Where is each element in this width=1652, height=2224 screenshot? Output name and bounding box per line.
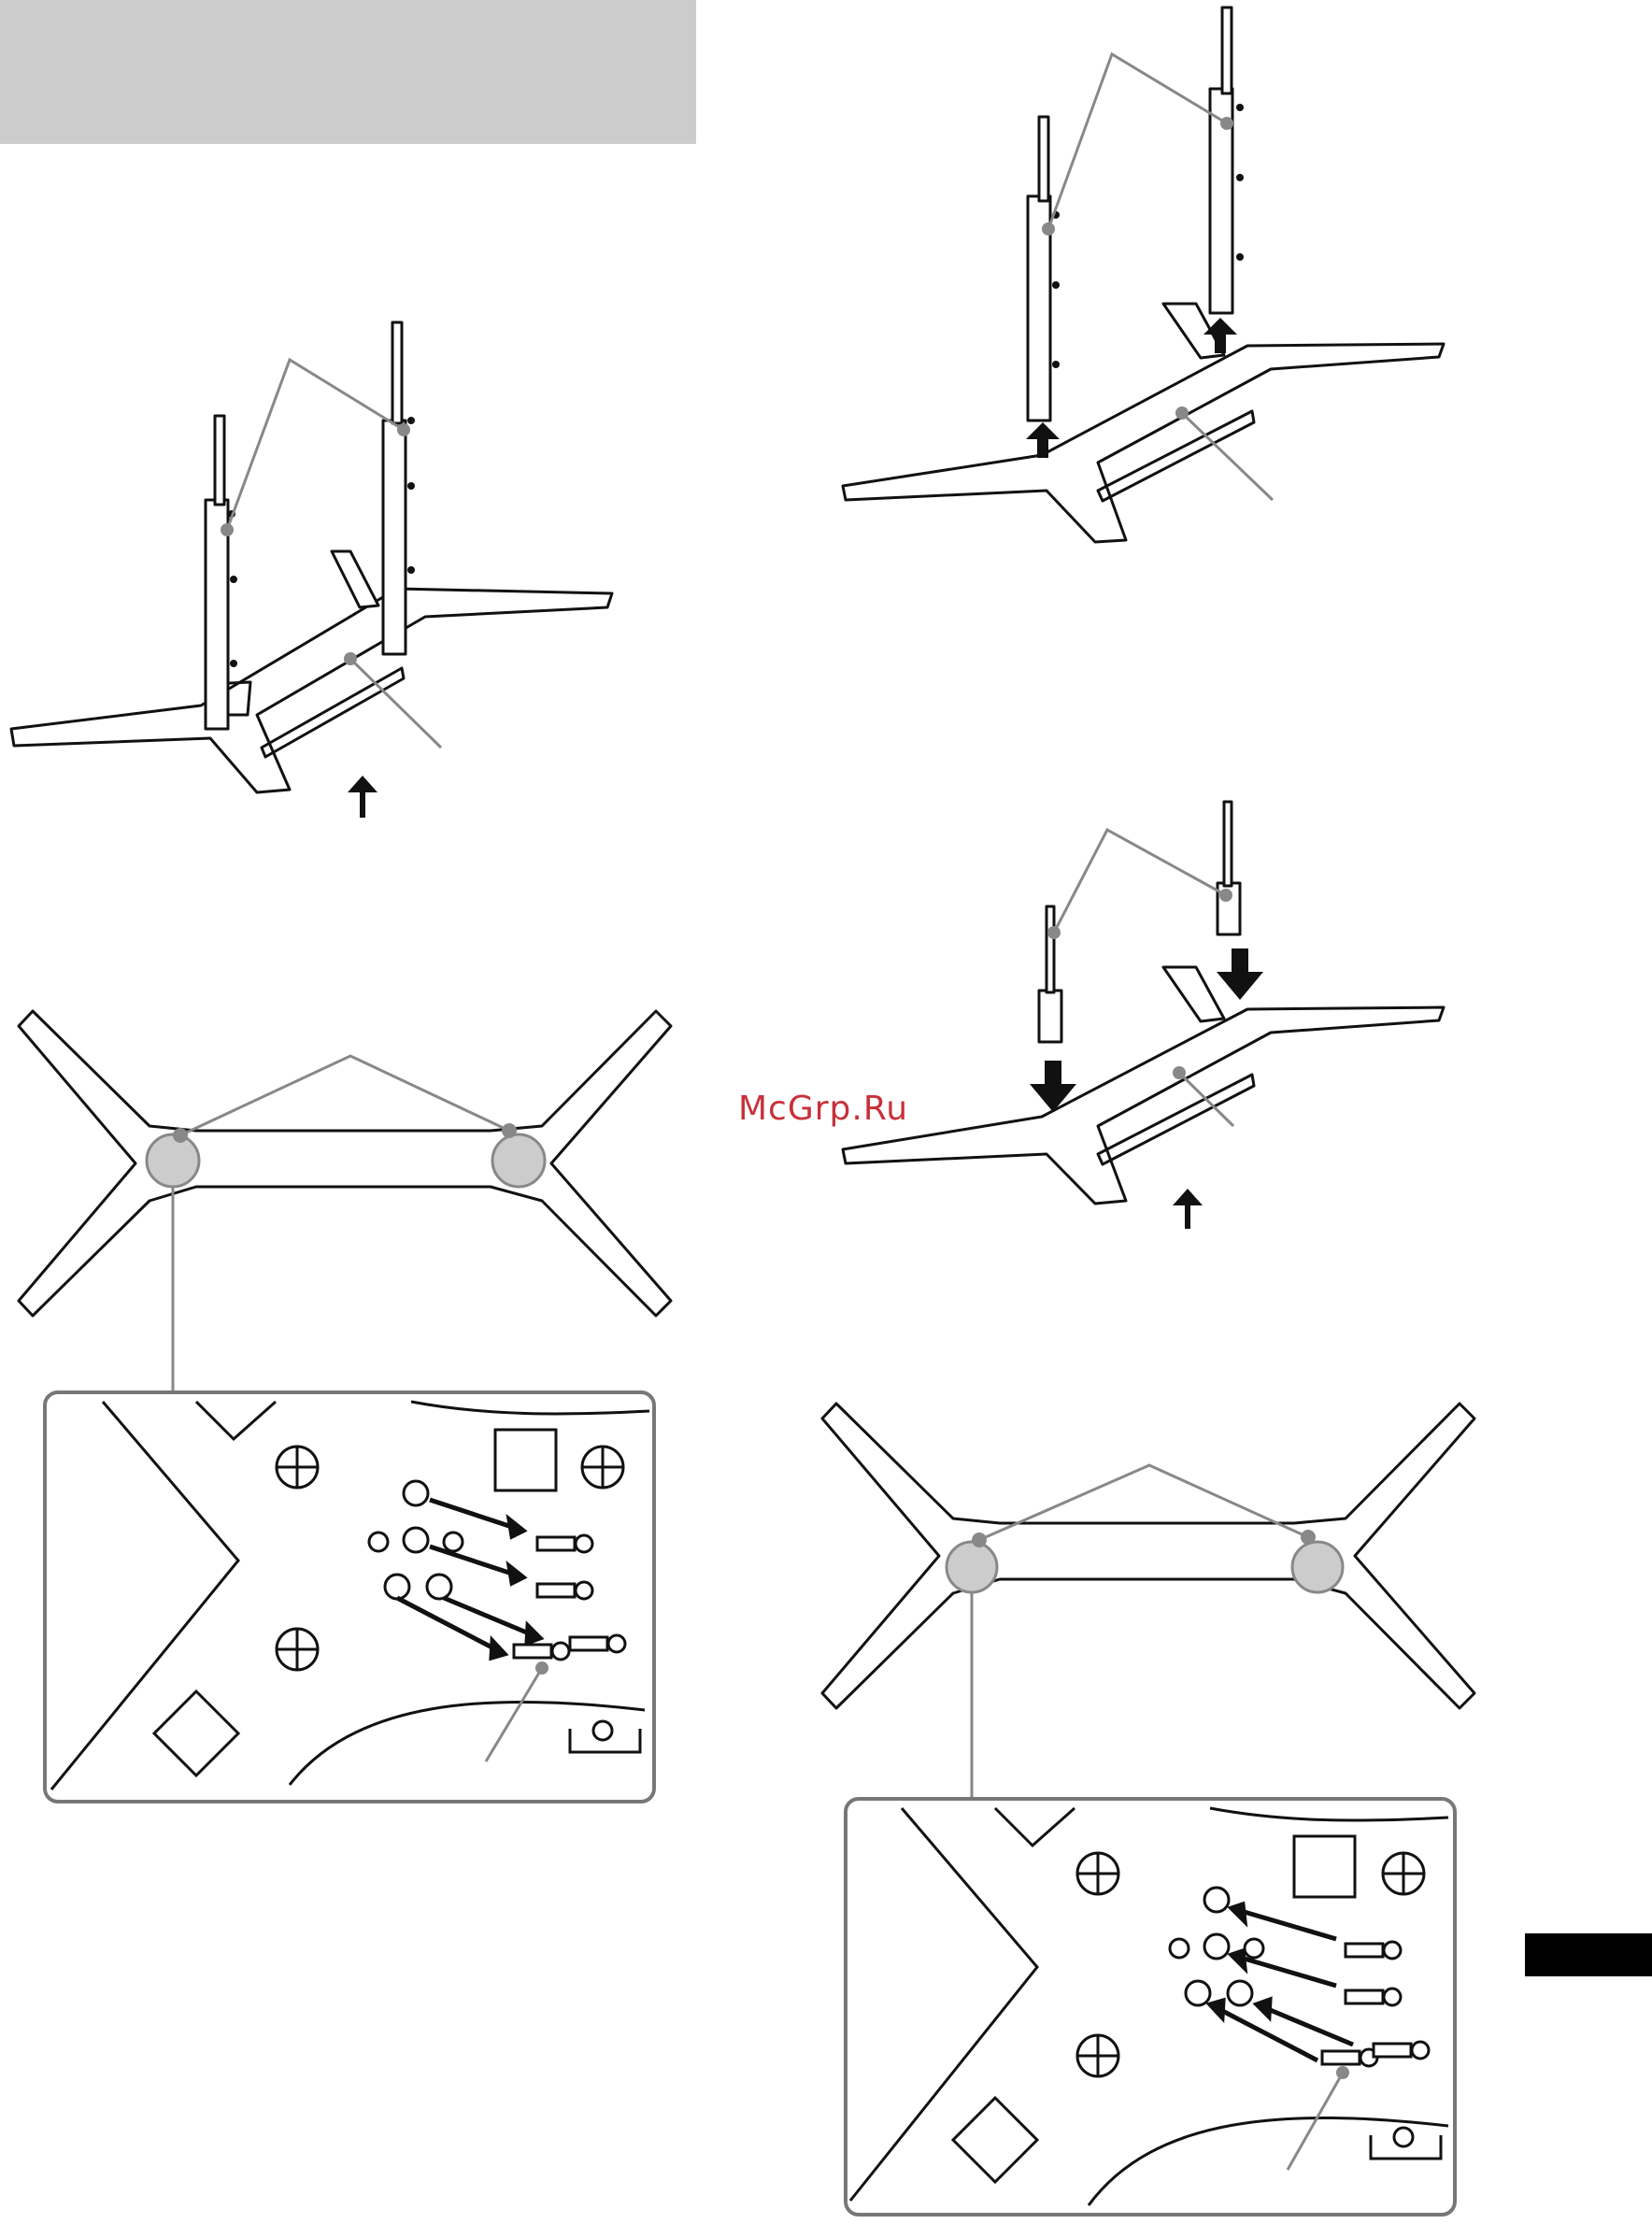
language-tab (1525, 1933, 1652, 1976)
stand-base-underside-icon (0, 1000, 691, 1813)
stand-base-bottom-left-figure (0, 1000, 691, 1813)
stand-assembled-figure (0, 299, 635, 822)
tv-stand-posts-lifted-icon (832, 0, 1448, 561)
stand-posts-inserting-figure (832, 794, 1448, 1233)
tv-stand-posts-insert-icon (832, 794, 1448, 1233)
stand-base-bottom-right-figure (813, 1402, 1486, 2224)
header-band (0, 0, 696, 144)
stand-base-underside-icon (813, 1402, 1486, 2224)
stand-posts-removed-figure (832, 0, 1448, 561)
tv-stand-with-posts-icon (0, 299, 635, 822)
